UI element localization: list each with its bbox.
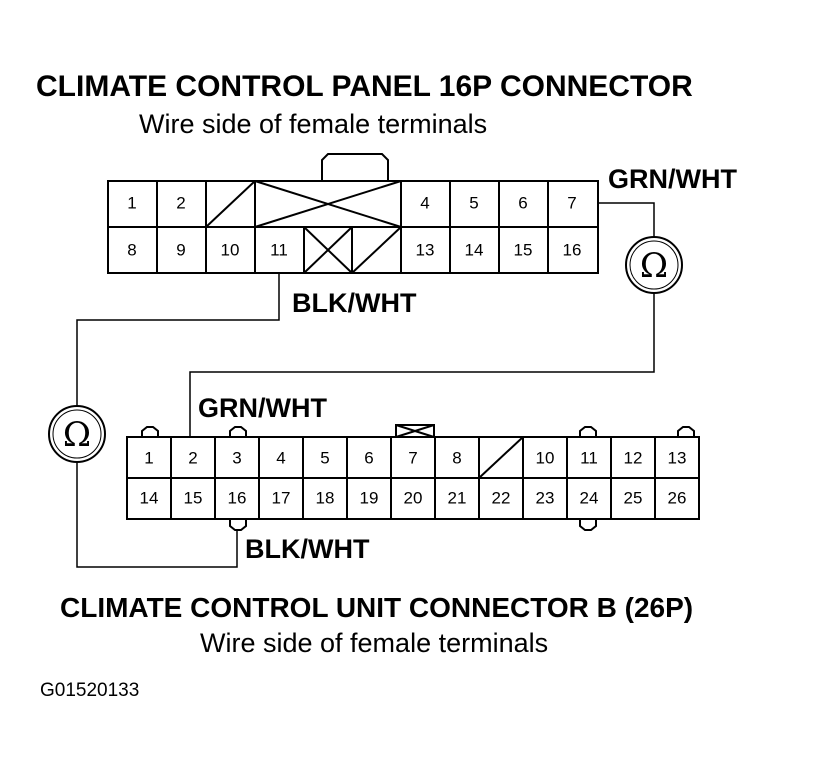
panel-connector-latch: [321, 153, 389, 181]
ohm-symbol: Ω: [63, 415, 91, 455]
unit-connector-latch: [229, 519, 247, 531]
panel-connector-title: CLIMATE CONTROL PANEL 16P CONNECTOR: [36, 70, 693, 103]
ohm-symbol: Ω: [640, 246, 668, 286]
panel-pin-label: 10: [221, 240, 240, 259]
unit-pin-label: 20: [404, 488, 423, 507]
unit-pin-label: 2: [188, 448, 197, 467]
panel-pin-labels: 1 2 4 5 6 7 8 9 10 11 13 14 15 16: [127, 193, 581, 259]
unit-pin-label: 21: [448, 488, 467, 507]
unit-pin-label: 7: [408, 448, 417, 467]
ohmmeter-left: Ω: [48, 405, 106, 463]
blk-wht-lead: [76, 462, 238, 568]
panel-pin-label: 1: [127, 193, 136, 212]
panel-pin-label: 2: [176, 193, 185, 212]
panel-pin-label: 7: [567, 193, 576, 212]
panel-pin-label: 16: [563, 240, 582, 259]
panel-grn-wht-label: GRN/WHT: [608, 164, 737, 194]
unit-pin-label: 12: [624, 448, 643, 467]
panel-pin-label: 8: [127, 240, 136, 259]
unit-pin-label: 23: [536, 488, 555, 507]
panel-pin-label: 14: [465, 240, 484, 259]
unit-pin-label: 26: [668, 488, 687, 507]
unit-pin-label: 1: [144, 448, 153, 467]
unit-connector-latch: [141, 426, 159, 437]
figure-id: G01520133: [40, 680, 140, 701]
ohmmeter-icon: [625, 236, 683, 294]
test-leads: [76, 202, 655, 568]
unit-pin-label: 13: [668, 448, 687, 467]
unit-pin-label: 19: [360, 488, 379, 507]
panel-blank-cavity: [351, 226, 402, 274]
panel-pin-label: 11: [270, 240, 288, 259]
panel-blank-cavity: [254, 180, 402, 228]
panel-connector: [107, 153, 599, 274]
panel-pin-label: 6: [518, 193, 527, 212]
panel-pin-label: 4: [420, 193, 429, 212]
unit-grn-wht-label: GRN/WHT: [198, 393, 327, 423]
unit-pin-label: 17: [272, 488, 291, 507]
unit-connector-grid: [127, 436, 699, 519]
grn-wht-lead: [189, 293, 655, 437]
unit-connector-latch: [229, 426, 247, 437]
ohmmeter-right: Ω: [625, 236, 683, 294]
grn-wht-lead: [598, 202, 655, 237]
unit-connector-latch: [579, 519, 597, 531]
unit-pin-label: 11: [580, 448, 598, 467]
panel-blank-cavity: [303, 226, 353, 274]
panel-pin-label: 9: [176, 240, 185, 259]
unit-pin-label: 16: [228, 488, 247, 507]
ohmmeter-icon: [48, 405, 106, 463]
panel-pin-label: 15: [514, 240, 533, 259]
unit-pin-label: 6: [364, 448, 373, 467]
unit-pin-label: 25: [624, 488, 643, 507]
unit-connector-latch: [677, 426, 695, 437]
unit-pin-labels: 1 2 3 4 5 6 7 8 10 11 12 13 14 15 16 17 …: [140, 448, 687, 507]
unit-pin-label: 18: [316, 488, 335, 507]
unit-connector-subtitle: Wire side of female terminals: [200, 628, 549, 658]
unit-pin-label: 15: [184, 488, 203, 507]
unit-blank-cavity: [478, 436, 524, 479]
panel-blk-wht-label: BLK/WHT: [292, 288, 417, 318]
unit-connector-latch: [579, 426, 597, 437]
unit-blk-wht-label: BLK/WHT: [245, 534, 370, 564]
unit-pin-label: 4: [276, 448, 285, 467]
unit-pin-label: 10: [536, 448, 555, 467]
unit-pin-label: 14: [140, 488, 159, 507]
blk-wht-lead: [76, 273, 280, 406]
panel-pin-label: 13: [416, 240, 435, 259]
panel-blank-cavity: [205, 180, 256, 228]
unit-connector-title: CLIMATE CONTROL UNIT CONNECTOR B (26P): [60, 592, 694, 623]
unit-pin-label: 3: [232, 448, 241, 467]
unit-pin-label: 8: [452, 448, 461, 467]
unit-pin-label: 22: [492, 488, 511, 507]
panel-pin-label: 5: [469, 193, 478, 212]
panel-connector-subtitle: Wire side of female terminals: [139, 109, 488, 139]
unit-pin-label: 5: [320, 448, 329, 467]
unit-pin-label: 24: [580, 488, 599, 507]
